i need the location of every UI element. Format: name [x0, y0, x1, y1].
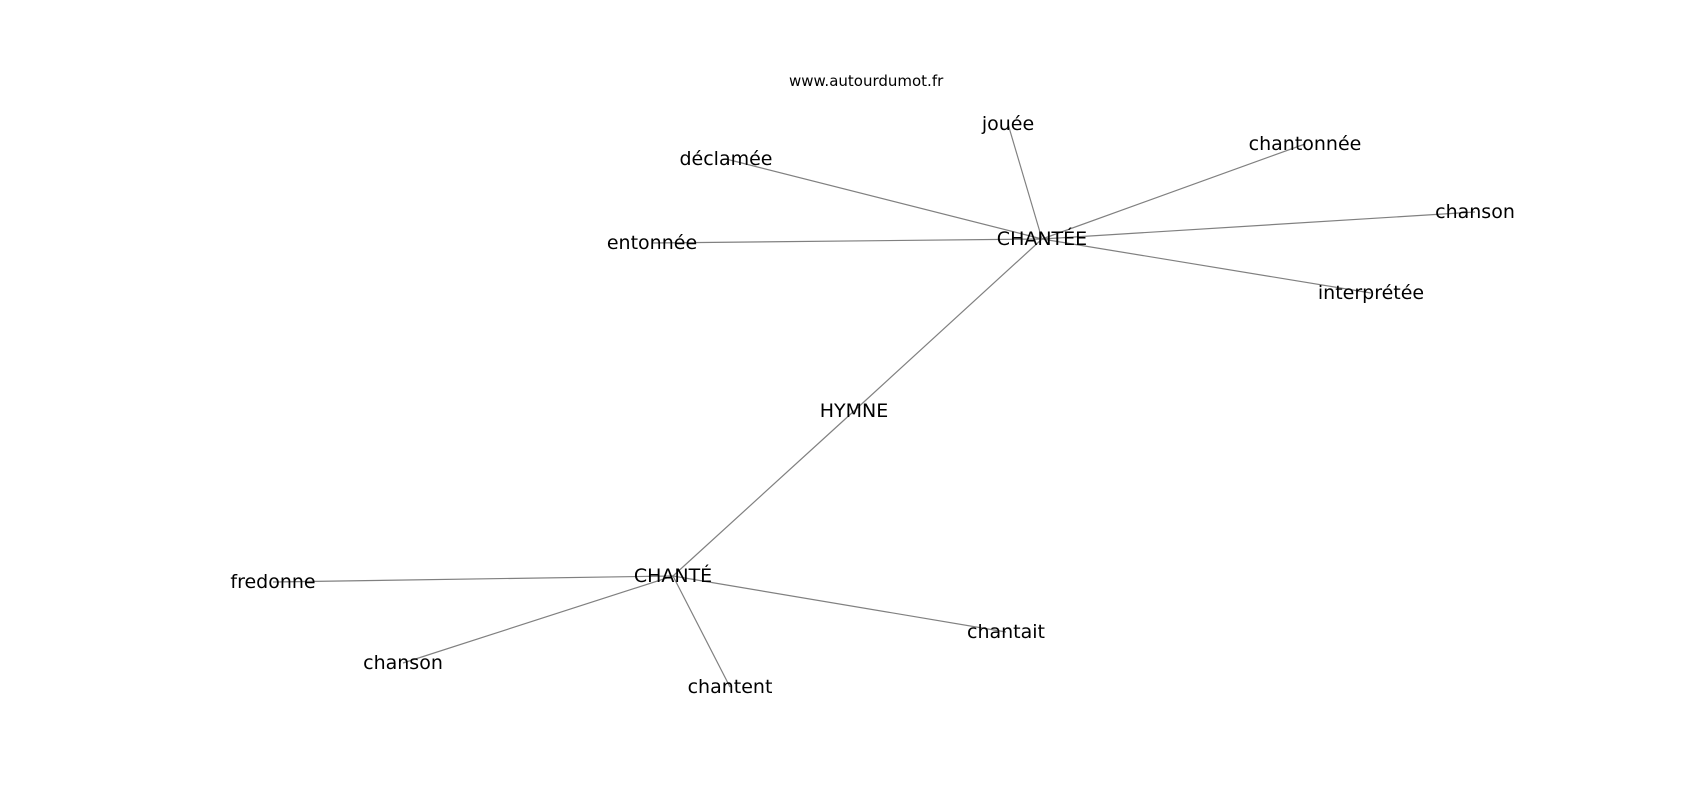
node-entonnee[interactable]: entonnée	[607, 232, 697, 254]
edge-chantee-jouee	[1007, 123, 1043, 240]
edge-chante-chanson2	[402, 575, 674, 664]
edge-chantee-chanson1	[1041, 211, 1476, 240]
node-chante[interactable]: CHANTÉ	[634, 564, 712, 587]
edge-chantee-chantonnee	[1041, 143, 1306, 240]
edge-hymne-chantee	[853, 238, 1043, 412]
node-interpretee[interactable]: interprétée	[1318, 282, 1424, 304]
node-declamee[interactable]: déclamée	[679, 148, 772, 170]
watermark-text: www.autourdumot.fr	[789, 72, 944, 90]
edge-chantee-entonnee	[651, 238, 1043, 244]
node-fredonne[interactable]: fredonne	[230, 571, 315, 593]
node-chanson2[interactable]: chanson	[363, 652, 443, 674]
node-chantait[interactable]: chantait	[967, 621, 1045, 643]
node-hymne[interactable]: HYMNE	[820, 400, 889, 422]
edge-chantee-interpretee	[1041, 238, 1372, 294]
node-chantee[interactable]: CHANTÉE	[997, 227, 1087, 250]
node-chantent[interactable]: chantent	[688, 676, 773, 698]
edge-hymne-chante	[672, 410, 855, 577]
edge-chantee-declamee	[725, 158, 1043, 240]
node-chantonnee[interactable]: chantonnée	[1249, 133, 1362, 155]
graph-edges	[272, 123, 1476, 688]
edge-chante-chantait	[672, 575, 1007, 633]
node-chanson1[interactable]: chanson	[1435, 201, 1515, 223]
edge-chante-chantent	[672, 575, 731, 688]
edge-chante-fredonne	[272, 575, 674, 583]
node-jouee[interactable]: jouée	[981, 113, 1034, 135]
graph-nodes: HYMNE CHANTÉE CHANTÉ jouée déclamée chantonné…	[230, 113, 1514, 698]
